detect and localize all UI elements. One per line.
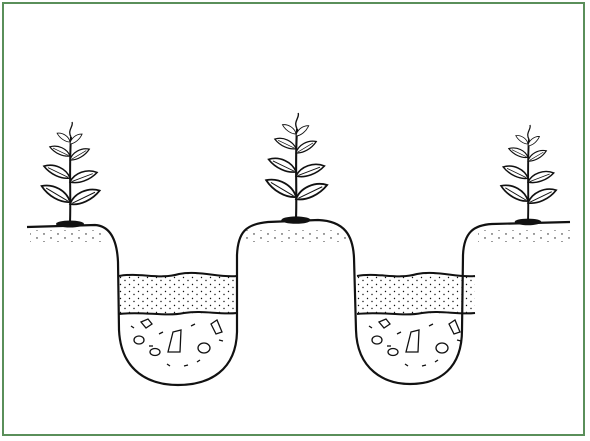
- plant-seedling-icon: [499, 125, 558, 225]
- plant-seedling-icon: [39, 122, 101, 228]
- sand-and-gravel-layers: [119, 273, 237, 366]
- plant-seedling-icon: [264, 113, 329, 224]
- sand-and-gravel-layers: [357, 273, 475, 366]
- ground-profile-line: [27, 220, 570, 385]
- pit-left: [119, 273, 237, 366]
- pit-right: [357, 273, 475, 366]
